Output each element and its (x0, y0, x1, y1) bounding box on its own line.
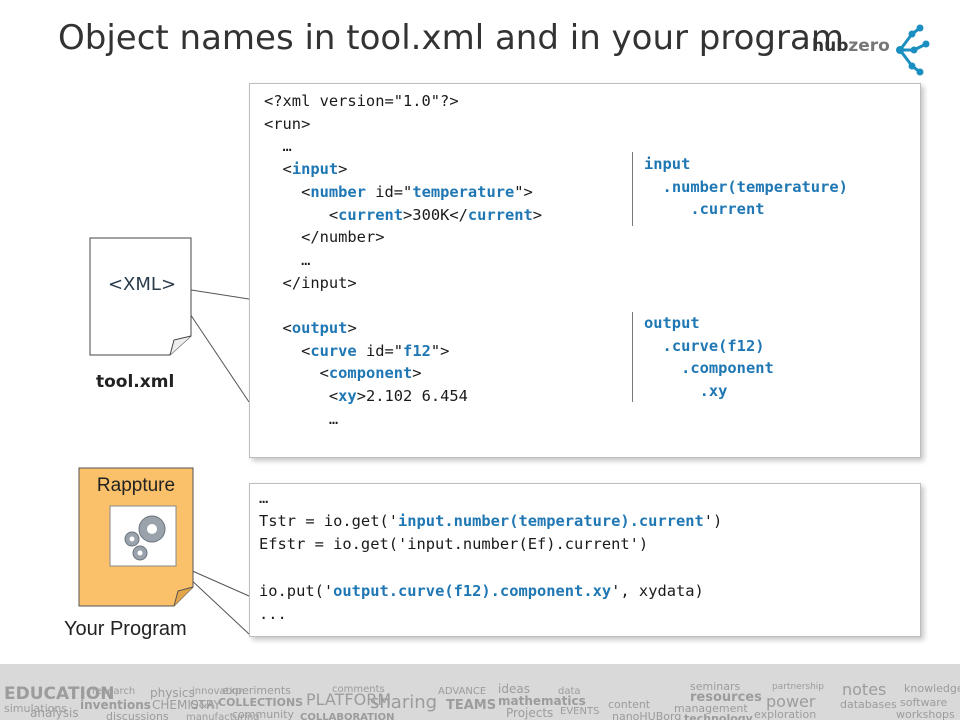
program-code: … Tstr = io.get('input.number(temperatur… (259, 489, 723, 624)
rappture-program-icon: Rappture (78, 467, 194, 607)
xml-icon-label: <XML> (107, 274, 177, 295)
your-program-caption: Your Program (64, 618, 187, 640)
input-divider (632, 152, 633, 226)
logo-zero: zero (848, 36, 890, 56)
slide-title: Object names in tool.xml and in your pro… (58, 18, 844, 58)
output-divider (632, 312, 633, 402)
output-path-label: output .curve(f12) .component .xy (644, 314, 774, 401)
rappture-label: Rappture (96, 475, 176, 496)
xml-code: <?xml version="1.0"?> <run> … <input> <n… (264, 92, 543, 428)
logo-hub: hub (812, 36, 849, 56)
hubzero-logo: hubzero (812, 20, 942, 80)
xml-code-panel: <?xml version="1.0"?> <run> … <input> <n… (249, 83, 921, 458)
input-path-label: input .number(temperature) .current (644, 155, 848, 219)
program-code-panel: … Tstr = io.get('input.number(temperatur… (249, 483, 921, 637)
tool-xml-caption: tool.xml (96, 372, 175, 392)
hubzero-network-icon (896, 24, 930, 76)
xml-file-icon: <XML> (88, 236, 194, 358)
footer-word-collage: EDUCATION simulations analysis research … (0, 664, 960, 720)
